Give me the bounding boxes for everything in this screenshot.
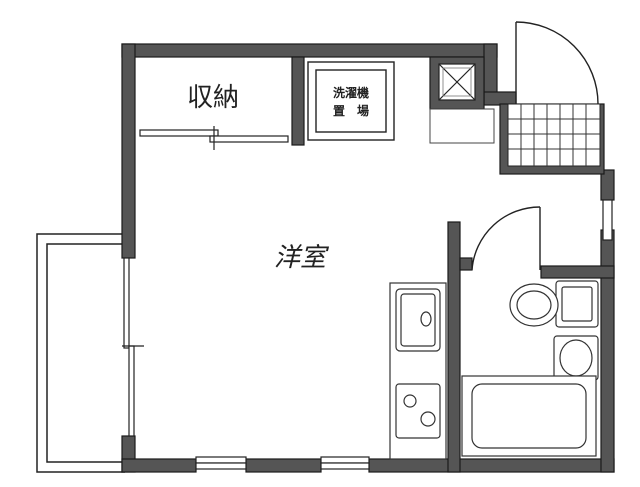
storage-doors [139,126,289,150]
entrance-door [515,21,599,105]
storage-label: 収納 [187,83,239,113]
shelf [429,108,495,144]
entrance-tiles [499,103,605,175]
bathroom-door [471,206,541,271]
balcony-window [122,257,144,437]
balcony [36,233,125,473]
toilet [509,280,599,328]
washer-space [307,61,395,141]
kitchen [389,282,447,460]
bathroom-walls [447,221,615,473]
bathtub [461,375,597,457]
pipe-shaft [429,56,485,110]
western-room-label: 洋室 [274,243,330,273]
washbasin [553,335,599,381]
bottom-windows [195,456,370,470]
side-window [602,199,613,241]
washer-label-line2: 置 場 [333,103,369,118]
washer-label-line1: 洗濯機 [333,85,369,100]
storage-walls [291,56,305,146]
exterior-walls [121,43,615,473]
